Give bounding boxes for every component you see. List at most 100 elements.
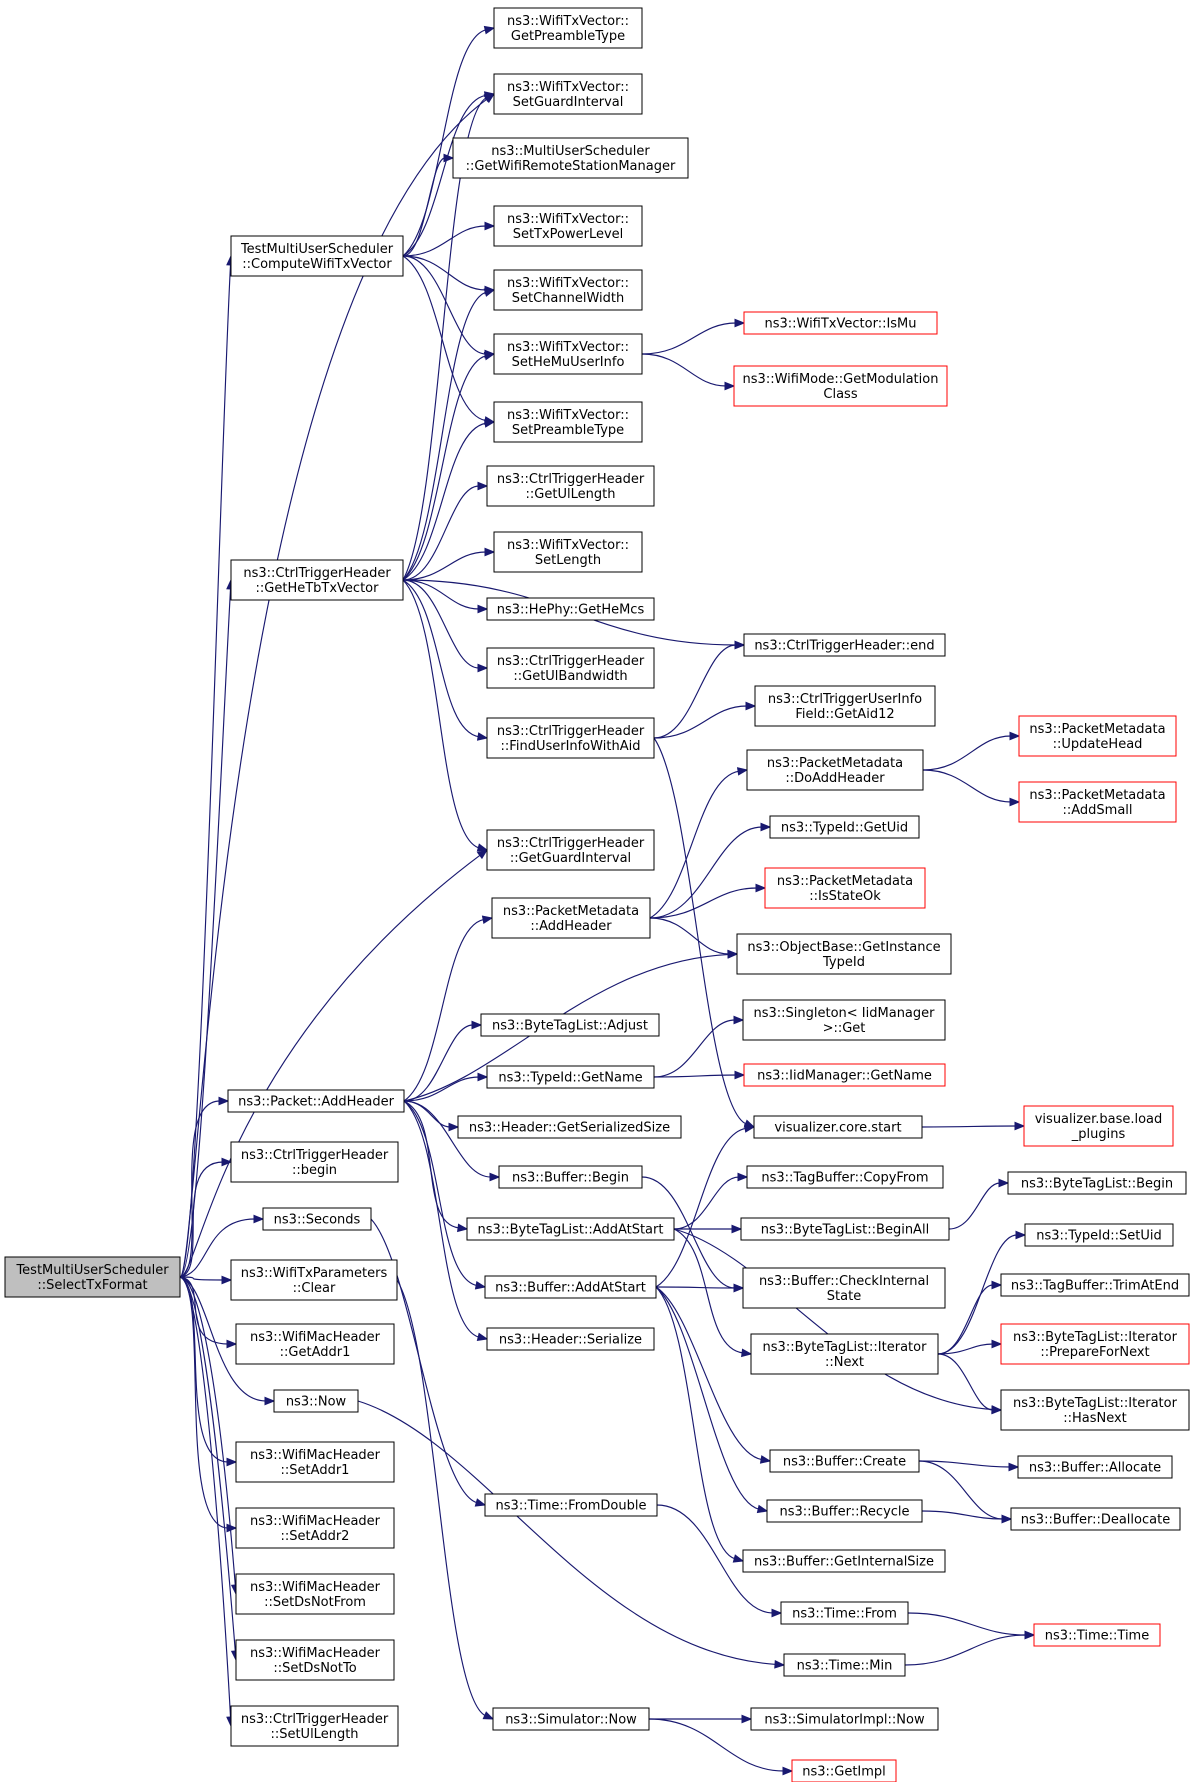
node-getPreambleType[interactable]: ns3::WifiTxVector::GetPreambleType xyxy=(493,7,643,49)
node-setDsNotTo[interactable]: ns3::WifiMacHeader::SetDsNotTo xyxy=(235,1639,395,1681)
node-setDsNotFrom[interactable]: ns3::WifiMacHeader::SetDsNotFrom xyxy=(235,1573,395,1615)
node-simImplNow[interactable]: ns3::SimulatorImpl::Now xyxy=(750,1707,939,1731)
node-box xyxy=(1017,1455,1173,1479)
node-box xyxy=(4,1256,181,1298)
node-label: ns3::Packet::AddHeader xyxy=(238,1095,394,1110)
node-getUlLength[interactable]: ns3::CtrlTriggerHeader::GetUlLength xyxy=(486,465,655,507)
node-bufferCreate[interactable]: ns3::Buffer::Create xyxy=(769,1449,920,1473)
node-byteTagListBegin[interactable]: ns3::ByteTagList::Begin xyxy=(1007,1171,1187,1195)
node-simulatorNow[interactable]: ns3::Simulator::Now xyxy=(492,1707,650,1731)
node-hasNext[interactable]: ns3::ByteTagList::Iterator::HasNext xyxy=(1000,1389,1190,1431)
node-box xyxy=(235,1507,395,1549)
node-setPreambleType[interactable]: ns3::WifiTxVector::SetPreambleType xyxy=(493,401,643,443)
node-iteratorNext[interactable]: ns3::ByteTagList::Iterator::Next xyxy=(750,1333,939,1375)
node-isMu[interactable]: ns3::WifiTxVector::IsMu xyxy=(743,311,938,335)
node-computeWifiTxVector[interactable]: TestMultiUserScheduler::ComputeWifiTxVec… xyxy=(230,235,404,277)
node-now[interactable]: ns3::Now xyxy=(273,1389,359,1413)
node-setAddr1[interactable]: ns3::WifiMacHeader::SetAddr1 xyxy=(235,1441,395,1483)
edge-arrowhead xyxy=(1009,731,1021,741)
node-getInternalSize[interactable]: ns3::Buffer::GetInternalSize xyxy=(742,1549,946,1573)
node-setGuardInterval[interactable]: ns3::WifiTxVector::SetGuardInterval xyxy=(493,73,643,115)
node-getImpl[interactable]: ns3::GetImpl xyxy=(791,1759,897,1782)
node-metaAddHeader[interactable]: ns3::PacketMetadata::AddHeader xyxy=(491,897,651,939)
node-setUid[interactable]: ns3::TypeId::SetUid xyxy=(1024,1223,1174,1247)
node-getAddr1[interactable]: ns3::WifiMacHeader::GetAddr1 xyxy=(235,1323,395,1365)
edge-arrowhead xyxy=(732,1554,745,1563)
edge-findUserInfoWithAid-to-ctrlEnd xyxy=(653,644,737,739)
node-box xyxy=(493,269,643,311)
node-prepareForNext[interactable]: ns3::ByteTagList::Iterator::PrepareForNe… xyxy=(1000,1323,1190,1365)
edge-timeMin-to-timeTime xyxy=(904,1634,1027,1666)
node-ctrlBegin[interactable]: ns3::CtrlTriggerHeader::begin xyxy=(230,1141,399,1183)
node-timeFrom[interactable]: ns3::Time::From xyxy=(780,1601,909,1625)
edge-packetAddHeader-to-bufferBegin xyxy=(403,1100,492,1178)
node-tagBufferCopyFrom[interactable]: ns3::TagBuffer::CopyFrom xyxy=(746,1165,944,1189)
edge-metaAddHeader-to-typeIdGetUid xyxy=(649,826,763,919)
node-setTxPowerLevel[interactable]: ns3::WifiTxVector::SetTxPowerLevel xyxy=(493,205,643,247)
edge-txParamsClear-to-simulatorNow xyxy=(396,1279,486,1717)
node-trimAtEnd[interactable]: ns3::TagBuffer::TrimAtEnd xyxy=(1000,1273,1190,1297)
node-ctrlEnd[interactable]: ns3::CtrlTriggerHeader::end xyxy=(743,633,946,657)
node-getGuardInterval[interactable]: ns3::CtrlTriggerHeader::GetGuardInterval xyxy=(486,829,655,871)
node-isStateOk[interactable]: ns3::PacketMetadata::IsStateOk xyxy=(764,867,926,909)
node-typeIdGetName[interactable]: ns3::TypeId::GetName xyxy=(486,1065,655,1089)
edge-getHeTbTxVector-to-findUserInfoWithAid xyxy=(402,579,480,738)
node-getWifiRemoteStationManager[interactable]: ns3::MultiUserScheduler::GetWifiRemoteSt… xyxy=(452,137,689,179)
node-setAddr2[interactable]: ns3::WifiMacHeader::SetAddr2 xyxy=(235,1507,395,1549)
node-byteTagListAddAtStart[interactable]: ns3::ByteTagList::AddAtStart xyxy=(466,1217,675,1241)
node-byteTagListAdjust[interactable]: ns3::ByteTagList::Adjust xyxy=(480,1013,660,1037)
edge-doAddHeader-to-addSmall xyxy=(922,769,1012,803)
edge-arrowhead xyxy=(489,1172,501,1182)
edge-bufferAddAtStart-to-bufferRecycle xyxy=(655,1286,760,1510)
node-iidGetName[interactable]: ns3::IidManager::GetName xyxy=(743,1063,946,1087)
node-timeTime[interactable]: ns3::Time::Time xyxy=(1033,1623,1161,1647)
node-label: ns3::CtrlTriggerHeader xyxy=(497,472,645,487)
node-label: >::Get xyxy=(823,1021,866,1036)
edge-byteTagListAddAtStart-to-iteratorNext xyxy=(673,1228,744,1354)
node-setUlLength[interactable]: ns3::CtrlTriggerHeader::SetUlLength xyxy=(230,1705,399,1747)
node-box xyxy=(1018,715,1177,757)
node-label: TestMultiUserScheduler xyxy=(240,242,394,257)
node-label: TypeId xyxy=(822,955,865,970)
node-typeIdGetUid[interactable]: ns3::TypeId::GetUid xyxy=(769,815,920,839)
node-doAddHeader[interactable]: ns3::PacketMetadata::DoAddHeader xyxy=(746,749,924,791)
node-loadPlugins[interactable]: visualizer.base.load_plugins xyxy=(1023,1105,1174,1147)
node-label: Class xyxy=(823,387,857,402)
node-findUserInfoWithAid[interactable]: ns3::CtrlTriggerHeader::FindUserInfoWith… xyxy=(486,717,655,759)
node-getUlBandwidth[interactable]: ns3::CtrlTriggerHeader::GetUlBandwidth xyxy=(486,647,655,689)
node-label: ns3::Header::GetSerializedSize xyxy=(469,1121,670,1136)
node-timeFromDouble[interactable]: ns3::Time::FromDouble xyxy=(484,1493,658,1517)
node-headerSerialize[interactable]: ns3::Header::Serialize xyxy=(486,1327,655,1351)
node-bufferDeallocate[interactable]: ns3::Buffer::Deallocate xyxy=(1010,1507,1181,1531)
node-root[interactable]: TestMultiUserScheduler::SelectTxFormat xyxy=(4,1256,181,1298)
node-label: ns3::Singleton< IidManager xyxy=(753,1006,935,1021)
node-setHeMuUserInfo[interactable]: ns3::WifiTxVector::SetHeMuUserInfo xyxy=(493,333,643,375)
node-getHeMcs[interactable]: ns3::HePhy::GetHeMcs xyxy=(486,597,655,621)
node-txParamsClear[interactable]: ns3::WifiTxParameters::Clear xyxy=(230,1259,398,1301)
node-bufferBegin[interactable]: ns3::Buffer::Begin xyxy=(498,1165,643,1189)
node-bufferRecycle[interactable]: ns3::Buffer::Recycle xyxy=(766,1499,923,1523)
node-seconds[interactable]: ns3::Seconds xyxy=(262,1207,372,1231)
node-addSmall[interactable]: ns3::PacketMetadata::AddSmall xyxy=(1018,781,1177,823)
node-label: SetLength xyxy=(535,553,601,568)
node-getSerializedSize[interactable]: ns3::Header::GetSerializedSize xyxy=(457,1115,682,1139)
edge-iteratorNext-to-trimAtEnd xyxy=(937,1284,994,1355)
node-box xyxy=(466,1217,675,1241)
node-setChannelWidth[interactable]: ns3::WifiTxVector::SetChannelWidth xyxy=(493,269,643,311)
node-setLength[interactable]: ns3::WifiTxVector::SetLength xyxy=(493,531,643,573)
node-bufferAddAtStart[interactable]: ns3::Buffer::AddAtStart xyxy=(484,1275,657,1299)
node-packetAddHeader[interactable]: ns3::Packet::AddHeader xyxy=(227,1089,405,1113)
node-singletonGet[interactable]: ns3::Singleton< IidManager>::Get xyxy=(742,999,946,1041)
node-byteTagListBeginAll[interactable]: ns3::ByteTagList::BeginAll xyxy=(740,1217,950,1241)
node-visualizerStart[interactable]: visualizer.core.start xyxy=(753,1115,923,1139)
node-bufferAllocate[interactable]: ns3::Buffer::Allocate xyxy=(1017,1455,1173,1479)
node-getHeTbTxVector[interactable]: ns3::CtrlTriggerHeader::GetHeTbTxVector xyxy=(230,559,404,601)
edge-arrowhead xyxy=(481,915,494,924)
node-timeMin[interactable]: ns3::Time::Min xyxy=(783,1653,906,1677)
node-updateHead[interactable]: ns3::PacketMetadata::UpdateHead xyxy=(1018,715,1177,757)
node-label: ::GetHeTbTxVector xyxy=(256,581,380,596)
